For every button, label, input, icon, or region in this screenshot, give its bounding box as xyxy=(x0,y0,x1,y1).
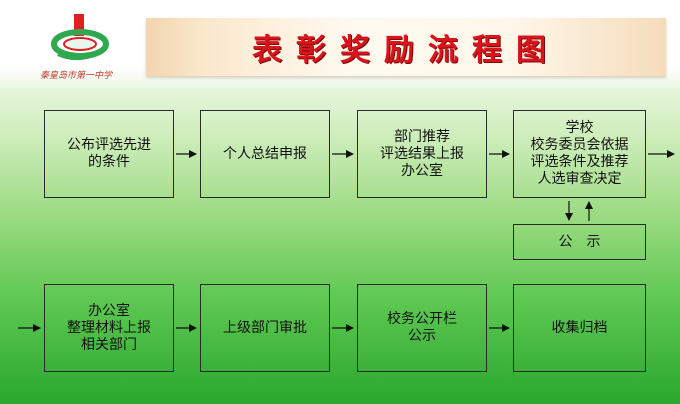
page-title: 表彰奖励流程图 xyxy=(252,33,560,68)
step-self-report: 个人总结申报 xyxy=(200,110,330,198)
title-banner: 表彰奖励流程图 xyxy=(146,18,666,76)
step-self-report-label: 个人总结申报 xyxy=(223,145,307,162)
step-publish-criteria: 公布评选先进 的条件 xyxy=(44,110,174,198)
school-logo xyxy=(51,14,109,61)
step-office-compile: 办公室 整理材料上报 相关部门 xyxy=(44,284,174,372)
step-publish-criteria-label: 公布评选先进 的条件 xyxy=(67,137,151,170)
step-higher-approval-label: 上级部门审批 xyxy=(223,319,307,336)
logo-inner-swoosh xyxy=(63,37,97,51)
logo-red-bar xyxy=(74,14,84,36)
step-school-board-publicity-label: 校务公开栏 公示 xyxy=(387,311,457,344)
logo-leaf xyxy=(57,48,106,61)
step-archive: 收集归档 xyxy=(513,284,646,372)
step-committee-decision-label: 学校 校务委员会依据 评选条件及推荐 人选审查决定 xyxy=(530,120,629,187)
step-archive-label: 收集归档 xyxy=(551,319,608,336)
step-higher-approval: 上级部门审批 xyxy=(200,284,330,372)
step-publicity-label: 公 示 xyxy=(558,233,601,250)
step-department-recommend-label: 部门推荐 评选结果上报 办公室 xyxy=(380,128,464,179)
step-department-recommend: 部门推荐 评选结果上报 办公室 xyxy=(357,110,487,198)
step-publicity: 公 示 xyxy=(513,224,646,260)
step-committee-decision: 学校 校务委员会依据 评选条件及推荐 人选审查决定 xyxy=(513,110,646,198)
step-office-compile-label: 办公室 整理材料上报 相关部门 xyxy=(67,302,151,353)
logo-text: 秦皇岛市第一中学 xyxy=(40,71,113,81)
step-school-board-publicity: 校务公开栏 公示 xyxy=(357,284,487,372)
logo-green-swoosh xyxy=(51,29,109,59)
